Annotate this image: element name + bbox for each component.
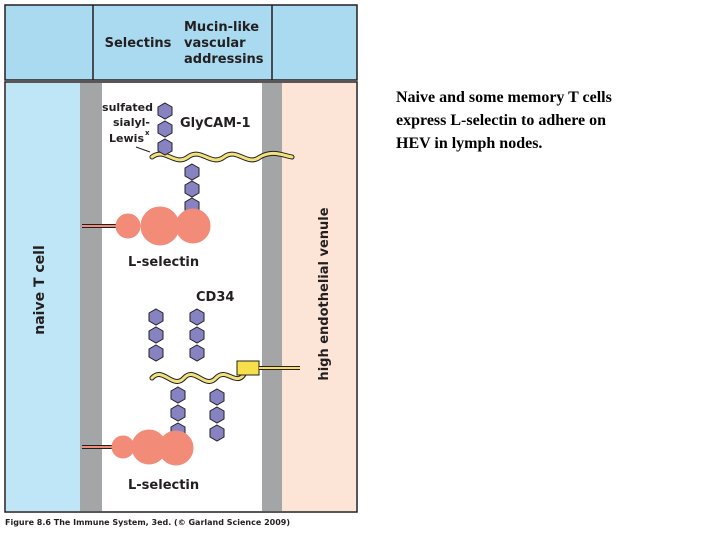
selectin-domain <box>111 435 135 459</box>
sugar-hexagon <box>209 424 225 442</box>
sulfated-pointer-line <box>135 146 151 153</box>
selectin-binding-domain <box>175 208 211 244</box>
t-cell-cytoplasm <box>6 83 80 511</box>
sugar-hexagon <box>184 163 200 181</box>
cd34-chain <box>150 369 248 383</box>
sugar-hexagon <box>189 308 205 326</box>
l-selectin-top-label: L-selectin <box>128 255 199 270</box>
glycan-upper-top <box>157 102 173 156</box>
selectin-lectin-domain <box>140 206 180 246</box>
figure-caption: Figure 8.6 The Immune System, 3ed. (© Ga… <box>5 518 290 527</box>
glycan-cd34-lower-right <box>209 388 225 442</box>
hev-label: high endothelial venule <box>317 207 332 380</box>
sugar-hexagon <box>189 326 205 344</box>
sugar-hexagon <box>157 120 173 138</box>
slide-caption: Naive and some memory T cells express L-… <box>396 86 696 155</box>
slide-caption-line1: Naive and some memory T cells <box>396 89 612 106</box>
cd34-label: CD34 <box>196 290 234 305</box>
sulfated-label-line3: Lewis <box>109 132 144 145</box>
l-selectin-bottom-label: L-selectin <box>128 478 199 493</box>
sugar-hexagon <box>148 326 164 344</box>
sulfated-label-line1: sulfated <box>102 101 153 114</box>
t-cell-membrane <box>80 83 102 511</box>
sugar-hexagon <box>209 388 225 406</box>
glycam-label: GlyCAM-1 <box>180 116 251 131</box>
glycan-upper-bottom <box>184 163 200 215</box>
mucin-header-line1: Mucin-like <box>184 20 259 35</box>
figure-svg: Selectins Mucin-like vascular addressins… <box>4 4 358 527</box>
sugar-hexagon <box>148 344 164 362</box>
sugar-hexagon <box>209 406 225 424</box>
sugar-hexagon <box>148 308 164 326</box>
header-panel <box>4 4 358 81</box>
l-selectin-top <box>115 206 211 246</box>
selectin-binding-domain <box>158 430 194 466</box>
glycam-chain <box>150 151 294 162</box>
mucin-header-line2: vascular <box>184 36 246 51</box>
slide-caption-line2: express L-selectin to adhere on <box>396 112 607 129</box>
glycan-cd34-upper-left <box>148 308 164 362</box>
sugar-hexagon <box>157 102 173 120</box>
selectins-header: Selectins <box>105 36 172 51</box>
l-selectin-bottom <box>111 429 194 466</box>
naive-t-cell-label: naive T cell <box>32 245 48 335</box>
sugar-hexagon <box>170 386 186 404</box>
sulfated-label-line2: sialyl- <box>113 116 150 129</box>
sugar-hexagon <box>157 138 173 156</box>
sugar-hexagon <box>189 344 205 362</box>
slide-caption-line3: HEV in lymph nodes. <box>396 135 543 152</box>
lewis-superscript: x <box>145 129 150 137</box>
sugar-hexagon <box>184 180 200 198</box>
sugar-hexagon <box>170 404 186 422</box>
selectin-domain <box>115 213 141 239</box>
glycan-cd34-upper-right <box>189 308 205 362</box>
hev-membrane <box>262 83 282 511</box>
hev-cytoplasm <box>282 83 356 511</box>
cd34-membrane-anchor <box>236 360 260 376</box>
cell-adhesion-figure: Selectins Mucin-like vascular addressins… <box>0 0 360 540</box>
mucin-header-line3: addressins <box>184 52 264 67</box>
